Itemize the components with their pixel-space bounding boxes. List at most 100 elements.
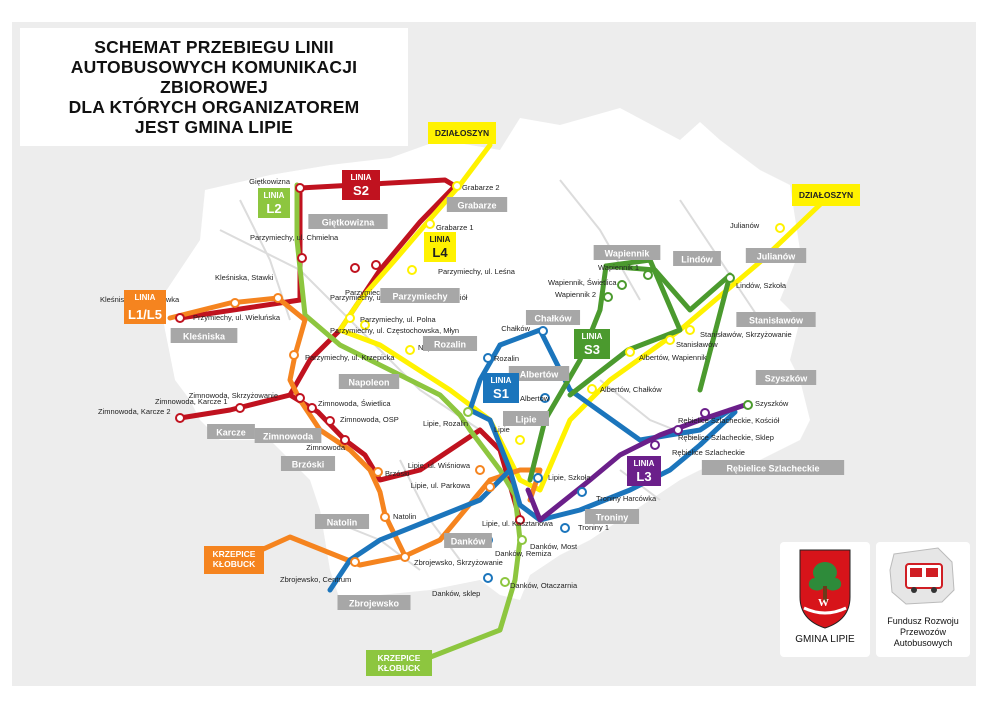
stop-label: Danków, Otaczarnia: [510, 581, 578, 590]
stop-label: Rębielice Szlacheckie, Kościół: [678, 416, 780, 425]
route-s2-branch: [177, 185, 303, 321]
village-label: Parzymiechy: [380, 288, 460, 303]
bus-stop-marker: [685, 325, 695, 335]
bus-stop-marker: [230, 298, 240, 308]
stop-label: Natolin: [393, 512, 416, 521]
bus-stop-marker: [577, 487, 587, 497]
stop-label: Rozalin: [494, 354, 519, 363]
svg-text:S2: S2: [353, 183, 369, 198]
village-label: Lindów: [673, 251, 721, 266]
bus-stop-marker: [289, 350, 299, 360]
route-l1l5: [167, 295, 543, 559]
stop-label: Lipie: [494, 425, 510, 434]
route-s3: [603, 263, 733, 393]
svg-text:Chałków: Chałków: [534, 314, 572, 324]
bus-stop-marker: [273, 293, 283, 303]
stop-label: Lipie, ul. Kasztanowa: [482, 519, 554, 528]
stop-label: Zbrojewsko, Centrum: [280, 575, 351, 584]
bus-stop-marker: [380, 512, 390, 522]
bus-stop-marker: [475, 465, 485, 475]
stop-label: Parzymiechy, ul. Chmielna: [250, 233, 339, 242]
svg-text:LINIA: LINIA: [264, 191, 285, 200]
fundusz-logo-card: Fundusz Rozwoju Przewozów Autobusowych: [876, 542, 970, 657]
bus-stop-marker: [515, 435, 525, 445]
stop-label: Stanisławów: [676, 340, 718, 349]
route-l1l5-krzepice: [247, 534, 408, 568]
gmina-coat-of-arms-icon: W: [799, 549, 851, 629]
stop-label: Danków, Remiza: [495, 549, 552, 558]
svg-text:LINIA: LINIA: [135, 293, 156, 302]
svg-text:LINIA: LINIA: [491, 376, 512, 385]
bus-stop-marker: [483, 573, 493, 583]
bus-stop-marker: [325, 416, 335, 426]
bus-stop-marker: [425, 219, 435, 229]
stop-label: Lipie, Szkoła: [548, 473, 591, 482]
bus-stop-marker: [700, 408, 710, 418]
route-l2: [294, 182, 523, 668]
stop-label: Troniny Harcówka: [596, 494, 657, 503]
stop-label: Rębielice Szlacheckie: [672, 448, 745, 457]
village-label: Stanisławów: [736, 312, 816, 327]
village-label: Troniny: [584, 509, 640, 524]
bus-stop-marker: [515, 515, 525, 525]
svg-text:L3: L3: [636, 469, 651, 484]
bus-stop-marker: [175, 413, 185, 423]
bus-stop-marker: [373, 467, 383, 477]
bus-stop-marker: [650, 440, 660, 450]
bus-stop-marker: [538, 326, 548, 336]
stop-label: Zimnowoda, Świetlica: [318, 399, 391, 408]
bus-stop-marker: [350, 557, 360, 567]
bus-stop-marker: [452, 181, 462, 191]
stop-label: Parzymiechy, Szkoła: [345, 288, 415, 297]
village-label: Wapiennik: [593, 245, 661, 260]
village-label: Albertów: [508, 366, 570, 381]
bus-stop-marker: [235, 403, 245, 413]
map-title-box: SCHEMAT PRZEBIEGU LINII AUTOBUSOWYCH KOM…: [20, 28, 408, 146]
route-l3: [525, 402, 748, 523]
village-label: Szyszków: [755, 370, 817, 385]
svg-text:DZIAŁOSZYN: DZIAŁOSZYN: [435, 128, 489, 138]
bus-stop-marker: [297, 253, 307, 263]
stop-label: Parzymiechy, ul. Częstochowska, Młyn: [330, 326, 459, 335]
svg-text:Lipie: Lipie: [515, 415, 536, 425]
village-label: Karcze: [207, 424, 255, 439]
svg-text:Karcze: Karcze: [216, 428, 246, 438]
bus-stop-marker: [500, 577, 510, 587]
bus-stop-marker: [643, 270, 653, 280]
svg-text:Rozalin: Rozalin: [434, 340, 466, 350]
bus-stop-marker: [517, 535, 527, 545]
svg-text:Giętkowizna: Giętkowizna: [322, 218, 376, 228]
stop-label: Grabarze 2: [462, 183, 500, 192]
village-label: Julianów: [745, 248, 807, 263]
stop-label: Stanisławów, Skrzyżowanie: [700, 330, 792, 339]
title-line-4: JEST GMINA LIPIE: [134, 117, 294, 137]
title-line-2: AUTOBUSOWYCH KOMUNIKACJI ZBIOROWEJ: [70, 57, 358, 97]
fundusz-caption-2: Przewozów: [899, 627, 946, 637]
stop-label: Wapiennik 2: [555, 290, 596, 299]
route-s2-karcze: [177, 392, 293, 421]
route-s1-b: [467, 342, 738, 523]
bus-stop-marker: [485, 482, 495, 492]
village-label: Natolin: [314, 514, 370, 529]
bus-stop-marker: [725, 273, 735, 283]
bus-stop-marker: [625, 347, 635, 357]
svg-text:Julianów: Julianów: [757, 252, 797, 262]
stop-label: Szyszków: [755, 399, 789, 408]
stop-label: Zimnowoda: [306, 443, 346, 452]
village-label: Lipie: [503, 411, 549, 426]
gmina-lipie-caption: GMINA LIPIE: [795, 634, 855, 645]
bus-stop-marker: [463, 407, 473, 417]
bus-stop-marker: [560, 523, 570, 533]
svg-text:Lindów: Lindów: [681, 255, 713, 265]
stop-label: Lipie, ul. Parkowa: [411, 481, 471, 490]
stop-label: Zimnowoda, Karcze 1: [155, 397, 228, 406]
svg-text:Rębielice Szlacheckie: Rębielice Szlacheckie: [726, 464, 819, 474]
bus-stop-marker: [603, 292, 613, 302]
fundusz-caption-1: Fundusz Rozwoju: [887, 616, 959, 626]
bus-stop-marker: [371, 260, 381, 270]
stop-label: Lipie, ul. Wiśniowa: [408, 461, 471, 470]
bus-stop-marker: [407, 265, 417, 275]
bus-stop-marker: [405, 345, 415, 355]
